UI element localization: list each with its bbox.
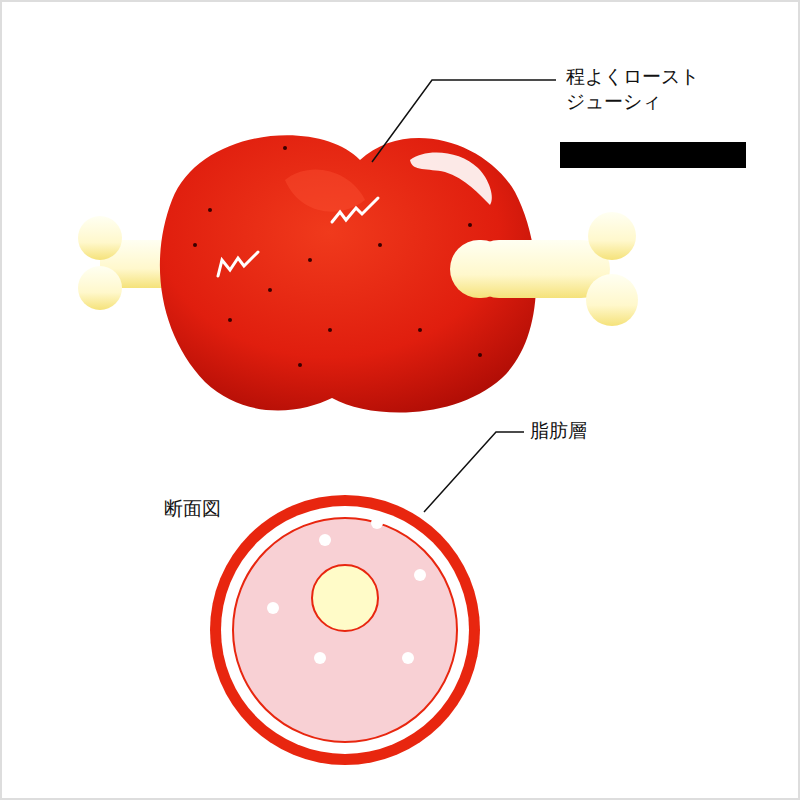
leader-line bbox=[372, 80, 556, 162]
meat-dots bbox=[193, 146, 482, 367]
redaction-bar bbox=[560, 142, 746, 168]
part-label: 脂肪層 bbox=[530, 418, 587, 443]
juice-marks bbox=[218, 198, 378, 276]
callout-label: 程よくロースト ジューシィ bbox=[566, 64, 736, 113]
meat-highlight bbox=[410, 152, 492, 205]
right-bone bbox=[450, 212, 638, 326]
cross-section bbox=[210, 495, 480, 765]
view-label: 断面図 bbox=[164, 496, 221, 521]
meat-body bbox=[160, 135, 536, 412]
leader-line bbox=[424, 432, 524, 512]
